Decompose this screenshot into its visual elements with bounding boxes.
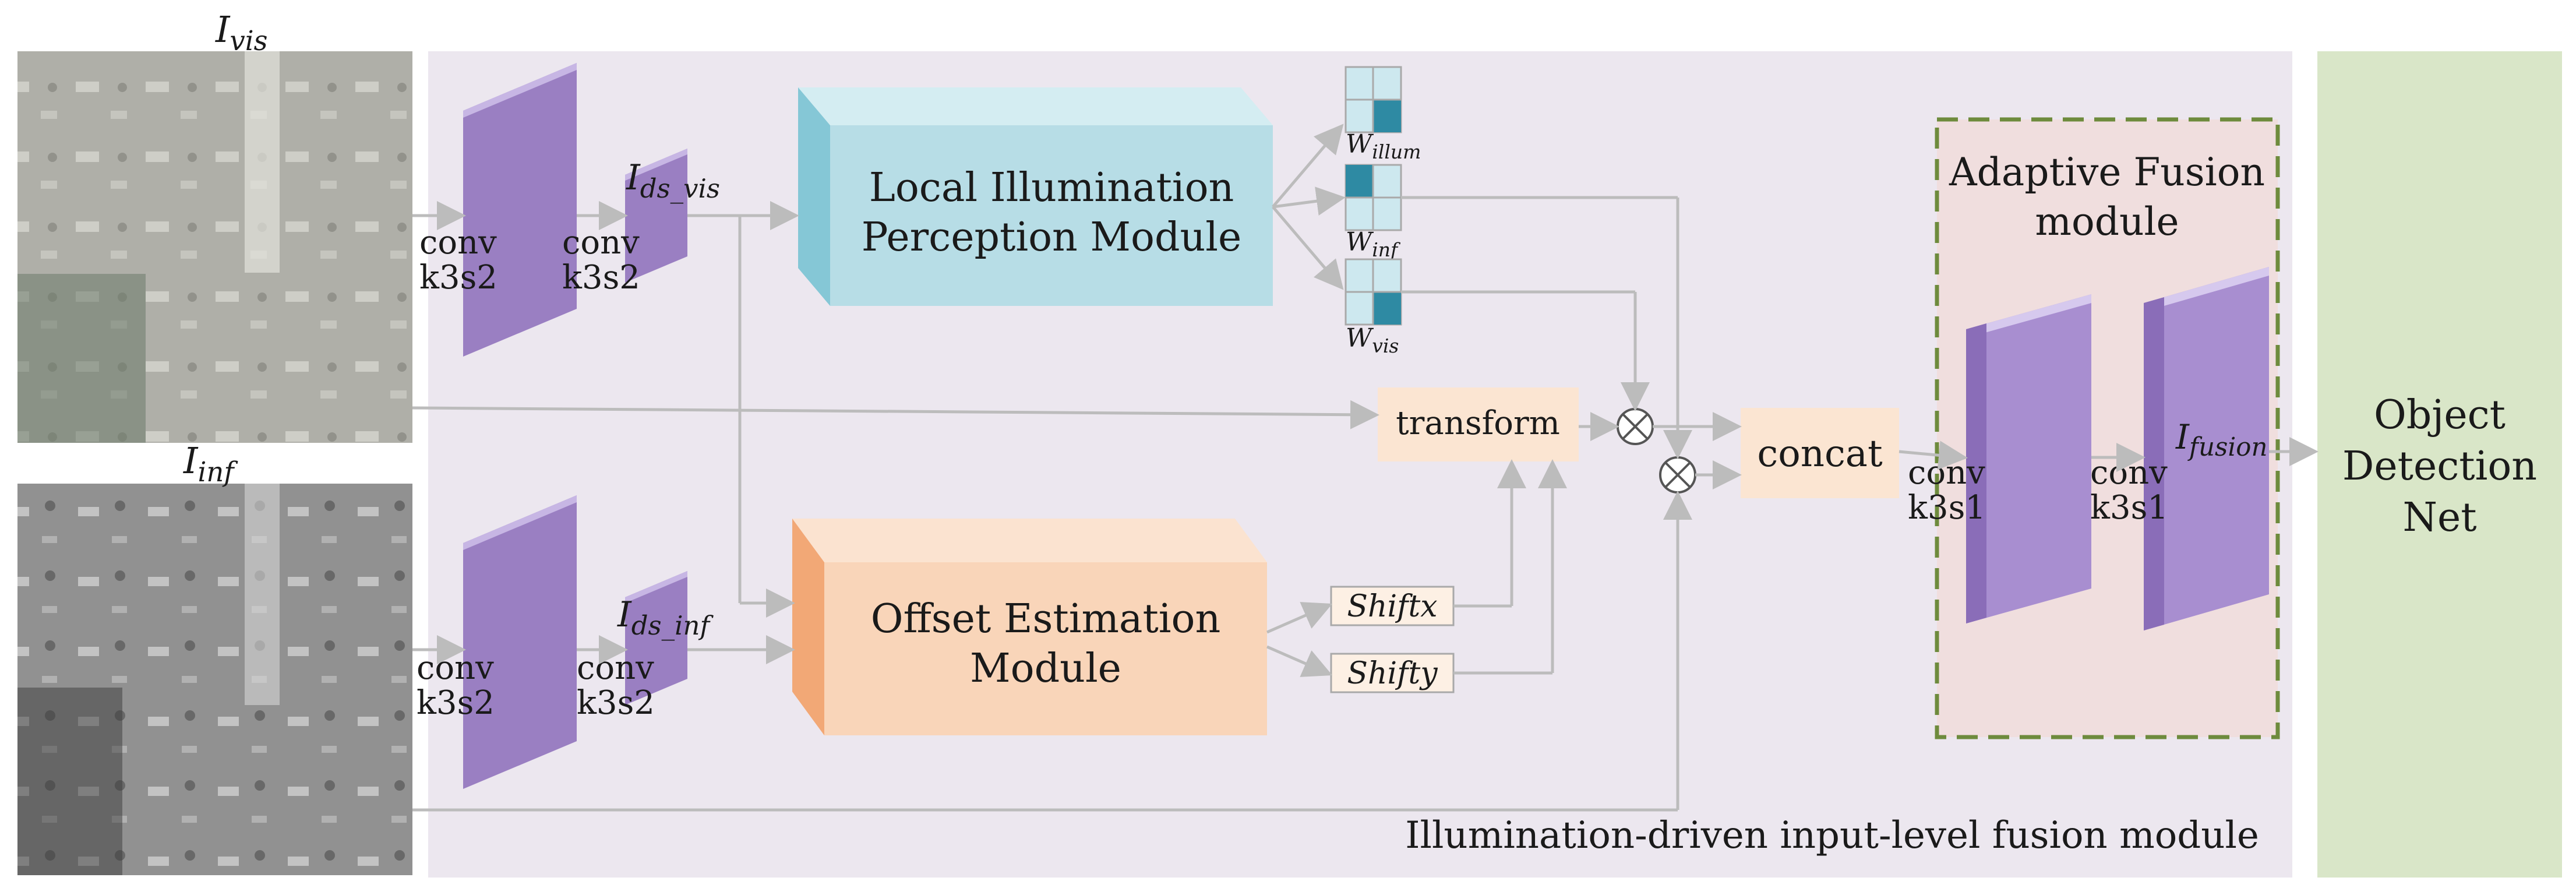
w-inf-label: Winf xyxy=(1346,227,1401,261)
connections xyxy=(412,124,2319,812)
multiply-node-2 xyxy=(1659,456,1696,494)
vis-conv-block-2 xyxy=(625,149,687,283)
container-caption: Illumination-driven input-level fusion m… xyxy=(1405,814,2259,857)
fuse-conv-block-2 xyxy=(2144,267,2269,630)
w-vis-label: Wvis xyxy=(1346,323,1399,357)
multiply-node-1 xyxy=(1617,408,1654,445)
infrared-image-label: Iinf xyxy=(183,439,238,488)
odn-block xyxy=(2317,51,2562,878)
transform-label: transform xyxy=(1396,404,1560,442)
fusion-label: Ifusion xyxy=(2175,417,2267,462)
oem-block xyxy=(792,519,1267,735)
infrared-image xyxy=(17,484,412,875)
lipm-block xyxy=(798,87,1273,306)
shiftx-label: Shiftx xyxy=(1347,589,1437,624)
concat-box xyxy=(1741,408,1899,498)
weight-map-vis xyxy=(1345,258,1402,326)
transform-box xyxy=(1378,387,1579,461)
inf-conv-block-1 xyxy=(463,495,577,789)
shifty-label: Shifty xyxy=(1347,656,1438,691)
weight-map-illum xyxy=(1345,66,1402,133)
concat-label: concat xyxy=(1757,432,1883,475)
ds-vis-label: Ids_vis xyxy=(626,157,720,204)
vis-conv-block-1 xyxy=(463,63,577,357)
weight-map-inf xyxy=(1345,164,1402,231)
fuse-conv-block-1 xyxy=(1966,294,2091,623)
shifty-box xyxy=(1330,653,1455,693)
visible-image-label: Ivis xyxy=(215,8,268,57)
shiftx-box xyxy=(1330,586,1455,626)
visible-image xyxy=(17,51,412,443)
w-illum-label: Willum xyxy=(1346,129,1421,163)
inf-conv-block-2 xyxy=(625,571,687,705)
ds-inf-label: Ids_inf xyxy=(617,594,714,641)
